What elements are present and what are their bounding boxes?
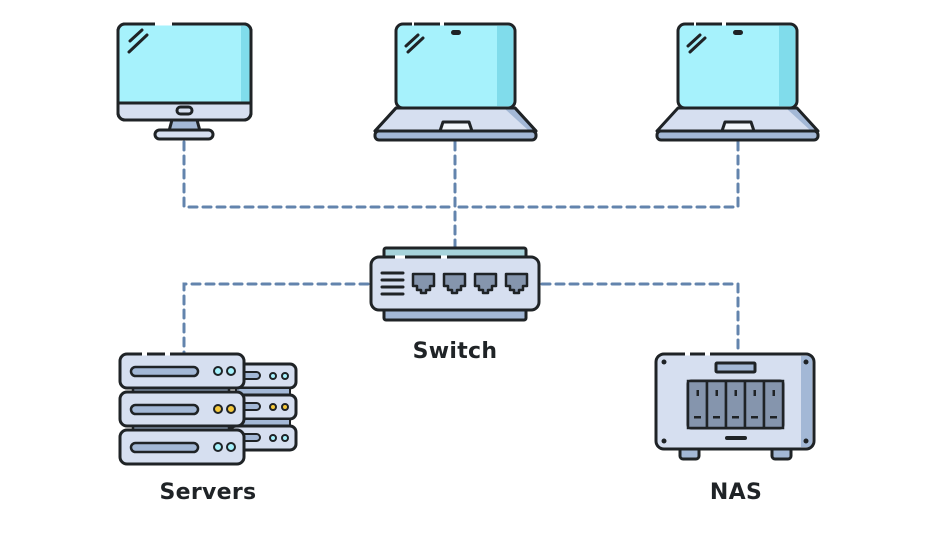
drive-slot (129, 403, 200, 416)
ethernet-port-icon (442, 272, 467, 295)
server-front-units (118, 352, 246, 466)
desktop-monitor-icon (116, 22, 253, 141)
nas-drive-bays (686, 379, 785, 430)
nas-drive-bay (724, 379, 747, 430)
network-switch-icon (369, 246, 541, 322)
laptop-icon (655, 22, 820, 142)
status-led (226, 404, 236, 414)
drive-slot (129, 365, 200, 378)
nas-drive-bay (705, 379, 728, 430)
server-unit (118, 428, 246, 466)
nas-drive-bay (762, 379, 785, 430)
link-switch-servers (182, 282, 370, 356)
nas-label: NAS (709, 480, 763, 505)
status-led (213, 404, 223, 414)
drive-slot (129, 441, 200, 454)
status-led (213, 366, 223, 376)
link-switch-nas (540, 282, 740, 356)
switch-label: Switch (412, 339, 498, 364)
link-desktop-switch (182, 140, 457, 209)
laptop-icon (373, 22, 538, 142)
servers-label: Servers (159, 480, 257, 505)
nas-icon (654, 352, 816, 461)
server-rack-icon (118, 352, 298, 466)
status-led (226, 442, 236, 452)
status-led (226, 366, 236, 376)
switch-vent-icon (380, 271, 405, 296)
switch-ports (411, 272, 529, 295)
server-unit (118, 352, 246, 390)
ethernet-port-icon (473, 272, 498, 295)
nas-drive-bay (743, 379, 766, 430)
server-unit (118, 390, 246, 428)
ethernet-port-icon (504, 272, 529, 295)
nas-drive-bay (686, 379, 709, 430)
links (182, 140, 740, 356)
link-laptop2-switch (453, 140, 740, 209)
status-led (213, 442, 223, 452)
ethernet-port-icon (411, 272, 436, 295)
